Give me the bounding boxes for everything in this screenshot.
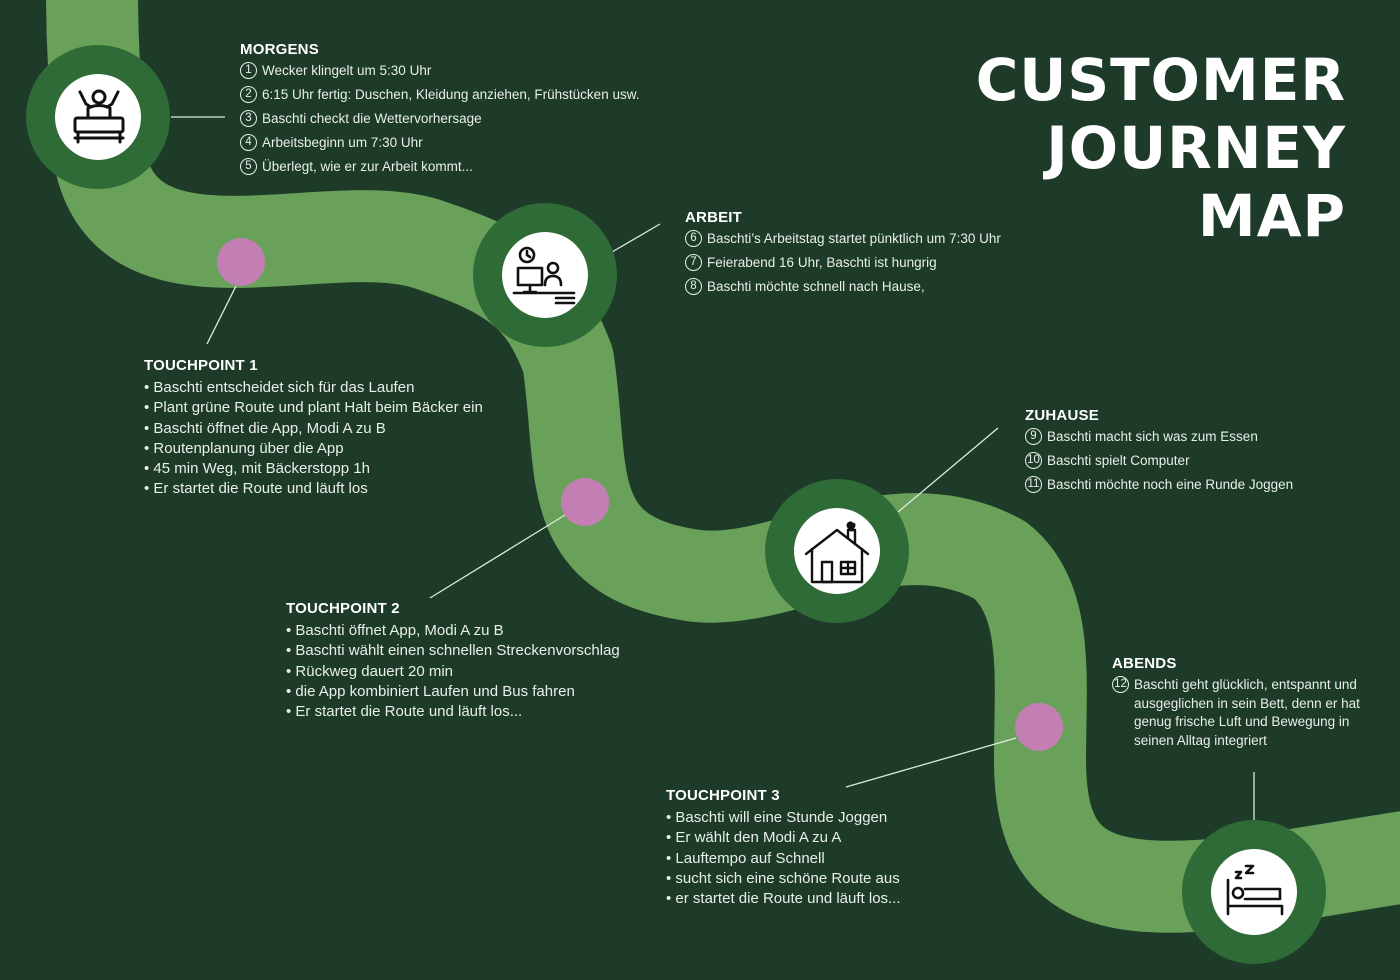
touchpoint-2-dot [561, 478, 609, 526]
sleeping-in-bed-icon [1226, 864, 1284, 916]
touchpoint-1-dot [217, 238, 265, 286]
morgens-block: MORGENS 1 Wecker klingelt um 5:30 Uhr 2 6:… [240, 41, 639, 182]
list-item: 1 Wecker klingelt um 5:30 Uhr [240, 62, 639, 79]
list-item: Lauftempo auf Schnell [666, 849, 901, 869]
page-title: CUSTOMER JOURNEY MAP [976, 46, 1346, 250]
arbeit-heading: ARBEIT [685, 209, 743, 226]
list-item: 4 Arbeitsbeginn um 7:30 Uhr [240, 134, 639, 151]
zuhause-block: ZUHAUSE 9 Baschti macht sich was zum Esse… [1025, 407, 1293, 500]
list-item: Baschti entscheidet sich für das Laufen [144, 378, 483, 398]
step-text: Baschti möchte noch eine Runde Joggen [1047, 477, 1294, 492]
list-item: 2 6:15 Uhr fertig: Duschen, Kleidung anzi… [240, 86, 639, 103]
list-item: Baschti öffnet die App, Modi A zu B [144, 419, 483, 439]
list-item: Er wählt den Modi A zu A [666, 828, 901, 848]
arbeit-block: ARBEIT 6 Baschti’s Arbeitstag startet pün… [685, 209, 1001, 302]
step-number: 12 [1112, 676, 1129, 693]
step-text: Arbeitsbeginn um 7:30 Uhr [262, 135, 423, 150]
touchpoint-1-list: Baschti entscheidet sich für das Laufen … [144, 378, 483, 500]
step-text: Baschti checkt die Wettervorhersage [262, 111, 482, 126]
stop-zuhause [765, 479, 909, 623]
list-item: 12 Baschti geht glücklich, entspannt und … [1112, 676, 1370, 750]
step-text: 6:15 Uhr fertig: Duschen, Kleidung anzie… [262, 87, 640, 102]
stop-morgens [26, 45, 170, 189]
touchpoint-2-list: Baschti öffnet App, Modi A zu B Baschti … [286, 621, 620, 722]
step-text: Überlegt, wie er zur Arbeit kommt... [262, 159, 473, 174]
waking-up-in-bed-icon [73, 89, 125, 144]
abends-heading: ABENDS [1112, 655, 1177, 672]
list-item: 45 min Weg, mit Bäckerstopp 1h [144, 459, 483, 479]
step-number: 11 [1025, 476, 1042, 493]
title-line-1: CUSTOMER [975, 46, 1346, 114]
touchpoint-1-heading: TOUCHPOINT 1 [144, 357, 258, 374]
list-item: Rückweg dauert 20 min [286, 662, 620, 682]
step-text: Baschti möchte schnell nach Hause, [707, 279, 925, 294]
touchpoint-3-dot [1015, 703, 1063, 751]
step-text: Baschti spielt Computer [1047, 453, 1190, 468]
step-number: 9 [1025, 428, 1042, 445]
list-item: Baschti wählt einen schnellen Streckenvo… [286, 641, 619, 661]
arbeit-list: 6 Baschti’s Arbeitstag startet pünktlich … [685, 230, 1001, 295]
list-item: 9 Baschti macht sich was zum Essen [1025, 428, 1293, 445]
touchpoint-3-list: Baschti will eine Stunde Joggen Er wählt… [666, 808, 901, 909]
step-text: Baschti geht glücklich, entspannt und au… [1134, 677, 1360, 748]
abends-list: 12 Baschti geht glücklich, entspannt und … [1112, 676, 1370, 750]
house-with-heart-icon [804, 521, 870, 584]
step-text: Baschti’s Arbeitstag startet pünktlich u… [707, 231, 1001, 246]
list-item: Er startet die Route und läuft los [144, 479, 483, 499]
list-item: die App kombiniert Laufen und Bus fahren [286, 682, 620, 702]
step-number: 2 [240, 86, 257, 103]
step-number: 10 [1025, 452, 1042, 469]
list-item: 7 Feierabend 16 Uhr, Baschti ist hungrig [685, 254, 1001, 271]
list-item: 10 Baschti spielt Computer [1025, 452, 1293, 469]
list-item: 6 Baschti’s Arbeitstag startet pünktlich … [685, 230, 1001, 247]
title-line-2: JOURNEY [1046, 114, 1346, 182]
connector-lines [171, 116, 1255, 820]
list-item: Baschti öffnet App, Modi A zu B [286, 621, 620, 641]
list-item: 3 Baschti checkt die Wettervorhersage [240, 110, 639, 127]
touchpoint-2-heading: TOUCHPOINT 2 [286, 600, 400, 617]
list-item: Plant grüne Route und plant Halt beim Bä… [144, 398, 482, 418]
office-worker-at-desk-icon [512, 246, 576, 305]
list-item: Routenplanung über die App [144, 439, 483, 459]
step-text: Wecker klingelt um 5:30 Uhr [262, 63, 432, 78]
stop-arbeit [473, 203, 617, 347]
step-text: Baschti macht sich was zum Essen [1047, 429, 1258, 444]
zuhause-heading: ZUHAUSE [1025, 407, 1099, 424]
step-number: 4 [240, 134, 257, 151]
abends-block: ABENDS 12 Baschti geht glücklich, entspan… [1112, 655, 1370, 757]
step-number: 6 [685, 230, 702, 247]
title-line-3: MAP [1197, 182, 1346, 250]
list-item: 5 Überlegt, wie er zur Arbeit kommt... [240, 158, 639, 175]
list-item: er startet die Route und läuft los... [666, 889, 900, 909]
list-item: Er startet die Route und läuft los... [286, 702, 620, 722]
step-number: 8 [685, 278, 702, 295]
step-text: Feierabend 16 Uhr, Baschti ist hungrig [707, 255, 937, 270]
morgens-list: 1 Wecker klingelt um 5:30 Uhr 2 6:15 Uhr f… [240, 62, 639, 175]
stop-abends [1182, 820, 1326, 964]
morgens-heading: MORGENS [240, 41, 319, 58]
step-number: 3 [240, 110, 257, 127]
list-item: 11 Baschti möchte noch eine Runde Joggen [1025, 476, 1293, 493]
step-number: 1 [240, 62, 257, 79]
list-item: 8 Baschti möchte schnell nach Hause, [685, 278, 1001, 295]
list-item: sucht sich eine schöne Route aus [666, 869, 901, 889]
list-item: Baschti will eine Stunde Joggen [666, 808, 901, 828]
touchpoint-3-heading: TOUCHPOINT 3 [666, 787, 780, 804]
touchpoint-1-block: TOUCHPOINT 1 Baschti entscheidet sich fü… [144, 357, 483, 500]
step-number: 5 [240, 158, 257, 175]
journey-path [46, 0, 1400, 933]
step-number: 7 [685, 254, 702, 271]
touchpoint-3-block: TOUCHPOINT 3 Baschti will eine Stunde Jo… [666, 787, 901, 909]
touchpoint-2-block: TOUCHPOINT 2 Baschti öffnet App, Modi A … [286, 600, 620, 722]
